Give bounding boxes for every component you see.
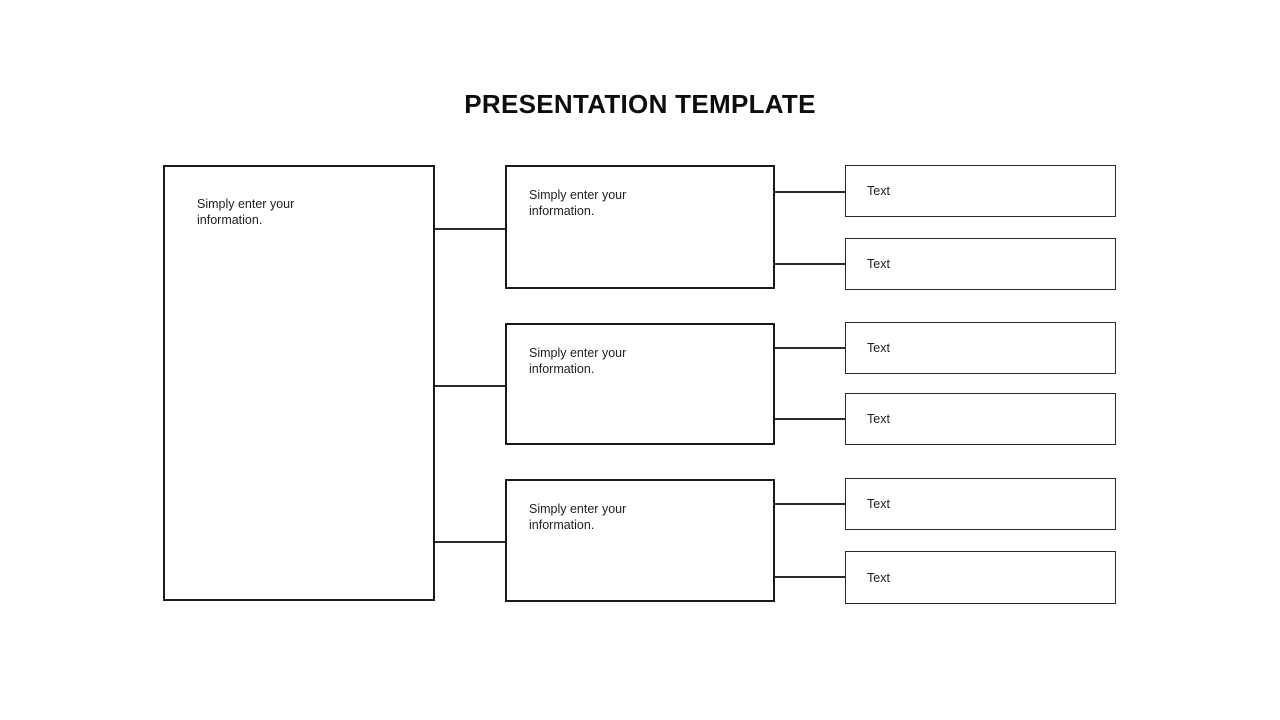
main-info-text: Simply enter your information. [197,197,295,227]
text-box-5: Text [845,478,1116,530]
connector-main-sub-3 [435,541,505,543]
connector-main-sub-2 [435,385,505,387]
connector-sub1-text1 [775,191,845,193]
text-box-label-6: Text [867,570,890,585]
sub-info-box-2: Simply enter your information. [505,323,775,445]
text-box-2: Text [845,238,1116,290]
text-box-1: Text [845,165,1116,217]
connector-sub1-text2 [775,263,845,265]
sub-info-text-3: Simply enter your information. [529,502,627,532]
connector-sub2-text3 [775,347,845,349]
text-box-label-4: Text [867,412,890,426]
text-box-3: Text [845,322,1116,374]
main-info-box: Simply enter your information. [163,165,435,601]
text-box-label-3: Text [867,341,890,355]
connector-sub3-text5 [775,503,845,505]
sub-info-box-1: Simply enter your information. [505,165,775,289]
connector-main-sub-1 [435,228,505,230]
text-box-6: Text [845,551,1116,604]
sub-info-text-2: Simply enter your information. [529,346,627,376]
connector-sub2-text4 [775,418,845,420]
sub-info-box-3: Simply enter your information. [505,479,775,602]
text-box-label-2: Text [867,257,890,271]
connector-sub3-text6 [775,576,845,578]
sub-info-text-1: Simply enter your information. [529,188,627,218]
text-box-4: Text [845,393,1116,445]
text-box-label-5: Text [867,497,890,511]
text-box-label-1: Text [867,184,890,198]
slide-title: PRESENTATION TEMPLATE [464,89,816,119]
